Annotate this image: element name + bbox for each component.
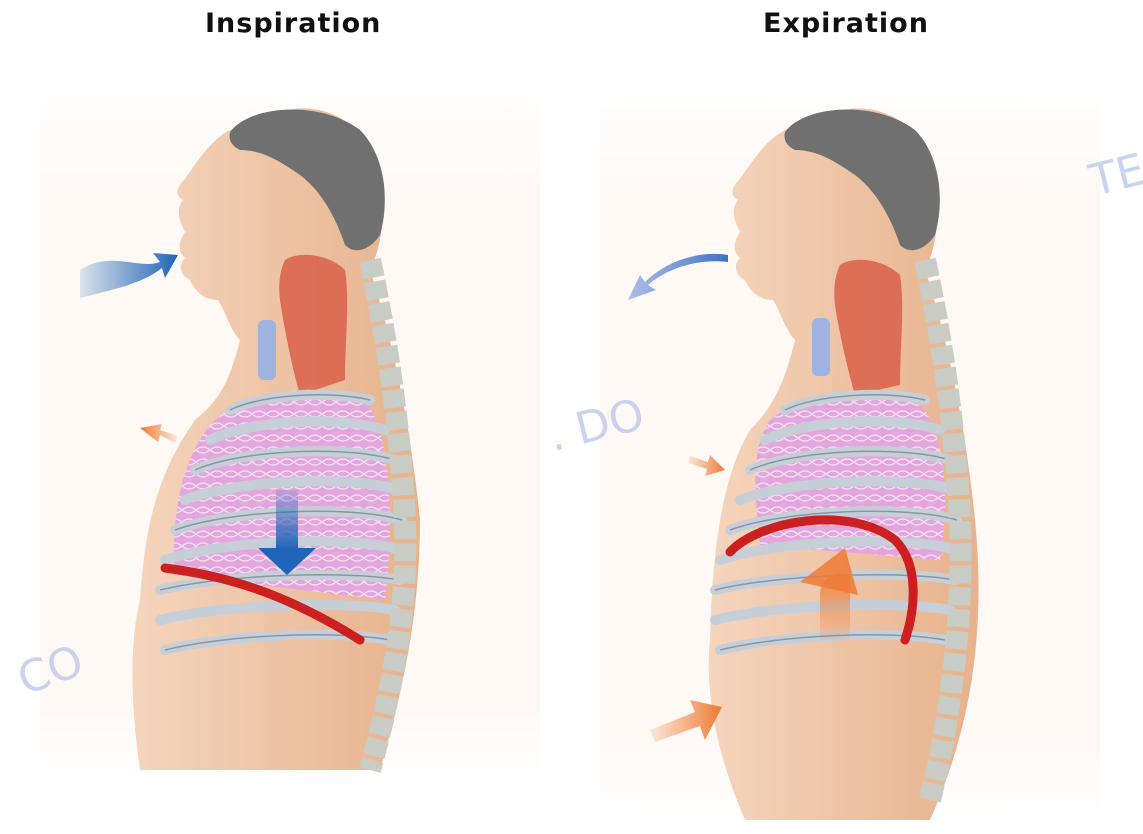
expiration-figure xyxy=(600,80,1100,820)
inspiration-figure xyxy=(40,80,540,780)
